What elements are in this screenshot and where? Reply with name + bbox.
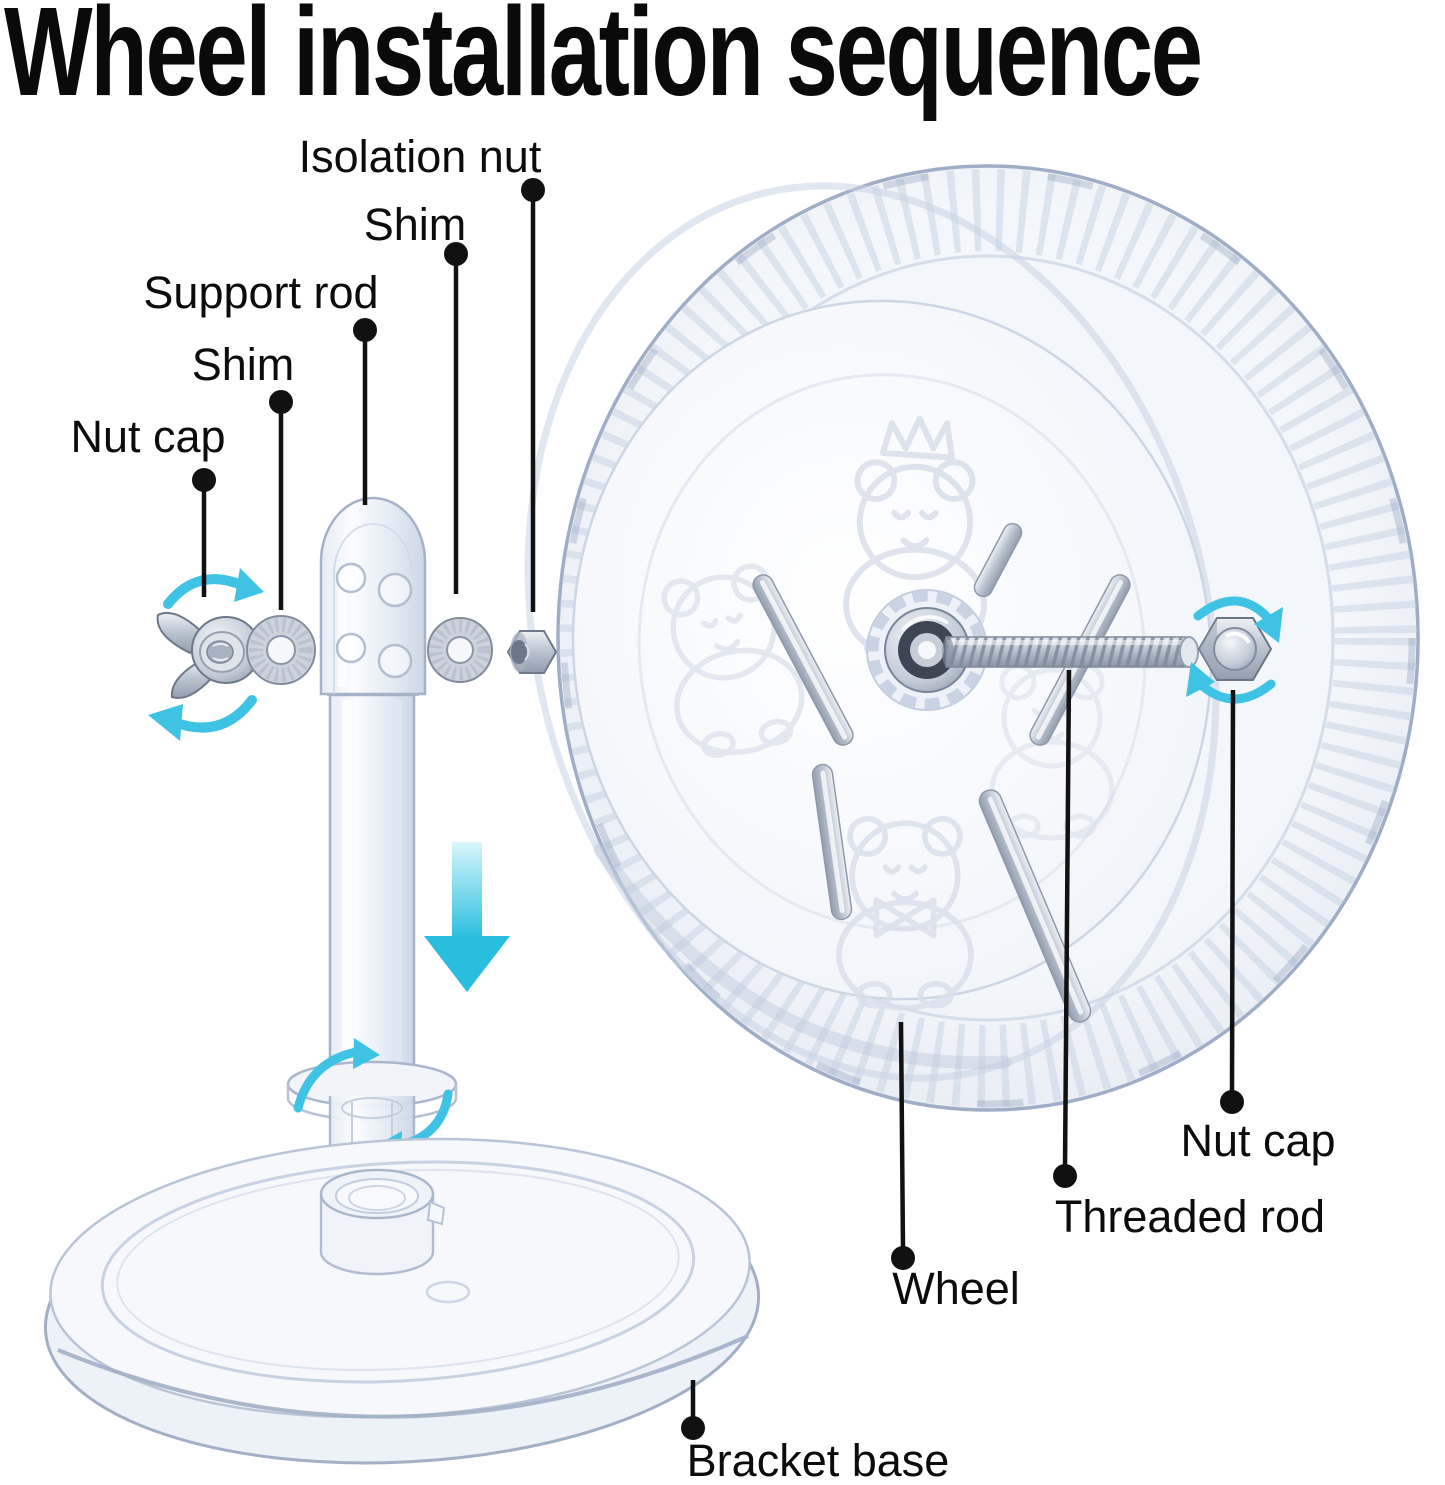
wheel-front-lip <box>524 182 1220 1082</box>
shim-washer-right <box>427 617 493 683</box>
bracket-base <box>43 1137 761 1465</box>
isolation-nut <box>506 630 558 674</box>
label-threaded-rod: Threaded rod <box>1055 1191 1325 1242</box>
base-socket <box>319 1168 446 1276</box>
wheel-flutes <box>559 169 1417 1107</box>
label-support-rod: Support rod <box>143 267 378 318</box>
down-arrow-icon <box>424 842 510 992</box>
base-dimple <box>425 1280 471 1304</box>
threaded-rod <box>942 636 1199 668</box>
wheel-hub-bearing <box>866 589 988 711</box>
page-title: Wheel installation sequence <box>4 0 1203 122</box>
label-wheel: Wheel <box>892 1263 1020 1314</box>
support-rod <box>286 496 458 1194</box>
label-bracket-base: Bracket base <box>687 1435 950 1485</box>
label-shim-top: Shim <box>364 199 467 250</box>
label-nut-cap-left: Nut cap <box>70 411 225 462</box>
wheel <box>524 164 1420 1112</box>
label-nut-cap-right: Nut cap <box>1180 1115 1335 1166</box>
hamster-engraving-crowned <box>846 415 984 661</box>
leader-lines <box>192 178 1244 1440</box>
label-shim-left: Shim <box>192 339 295 390</box>
wing-nut <box>156 611 261 699</box>
shim-washer-left <box>246 615 316 685</box>
nut-cap-right <box>1197 617 1273 681</box>
hamster-engraving-bow <box>839 819 971 1008</box>
label-isolation-nut: Isolation nut <box>299 131 542 182</box>
